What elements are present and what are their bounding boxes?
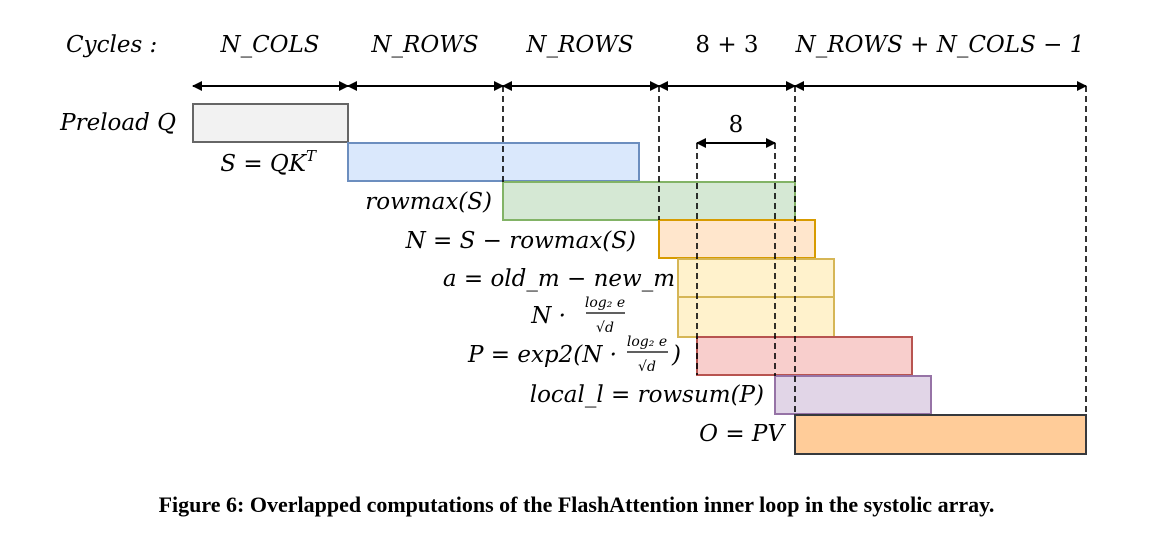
label-p-exp2: P = exp2(N · (467, 342, 617, 368)
label-n-scale-frac-num: log₂ e (585, 295, 625, 311)
label-s-qkt-sup: T (306, 147, 317, 165)
bar-s-qkt (347, 142, 640, 182)
bar-a-m (677, 258, 835, 298)
label-n-scale: N · (530, 303, 566, 329)
segment-label-nrows-2: N_ROWS (525, 32, 633, 58)
bar-p-exp2 (696, 336, 913, 376)
figure-caption: Figure 6: Overlapped computations of the… (158, 492, 995, 517)
label-s-qkt-main: S = QK (220, 151, 308, 177)
label-rowmax: rowmax(S) (365, 189, 492, 215)
segment-label-nrows-1: N_ROWS (370, 32, 478, 58)
label-p-exp2-close: ) (671, 342, 681, 368)
bar-n-scale (677, 296, 835, 338)
bar-local-l (774, 375, 932, 415)
segment-label-8-plus-3: 8 + 3 (695, 32, 758, 58)
bar-rowmax (502, 181, 796, 221)
label-a-m: a = old_m − new_m (443, 266, 675, 292)
bar-o-pv (794, 414, 1087, 455)
label-o-pv: O = PV (699, 421, 786, 447)
segment-label-nrows-plus-ncols: N_ROWS + N_COLS − 1 (795, 32, 1085, 58)
label-p-exp2-frac-num: log₂ e (627, 334, 667, 350)
label-local-l: local_l = rowsum(P) (530, 382, 764, 408)
label-preload-q: Preload Q (59, 110, 176, 136)
inner-arrow-label: 8 (729, 112, 744, 138)
bar-n-sub (658, 219, 816, 259)
label-n-scale-frac-den: √d (596, 320, 614, 336)
dashed-guides (502, 86, 1087, 415)
label-s-qkt: S = QKT (220, 147, 317, 177)
stage-bars (192, 103, 1087, 455)
bar-preload-q (192, 103, 349, 143)
cycles-label: Cycles : (66, 32, 157, 58)
label-p-exp2-frac-den: √d (638, 359, 656, 375)
segment-label-ncols: N_COLS (219, 32, 319, 58)
label-n-sub: N = S − rowmax(S) (405, 228, 636, 254)
